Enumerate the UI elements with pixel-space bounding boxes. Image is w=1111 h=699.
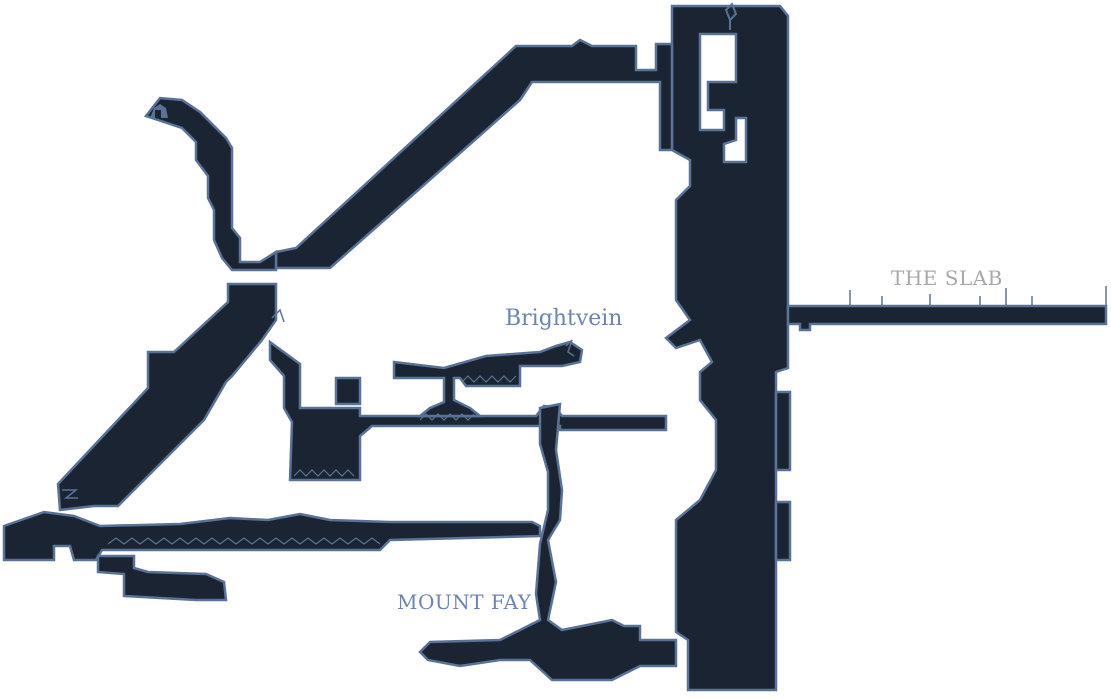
- room-east-shaft: [664, 4, 790, 692]
- room-central-corridor: [268, 339, 668, 482]
- room-east-side-chamber-upper: [774, 390, 792, 472]
- room-east-side-chamber-lower: [774, 500, 792, 562]
- room-east-shaft-inner-top: [698, 32, 738, 132]
- bench-icon[interactable]: [150, 104, 168, 118]
- room-lower-west-stairs: [96, 554, 228, 602]
- area-label-the-slab[interactable]: THE SLAB: [891, 266, 1003, 290]
- room-east-shaft-notch: [722, 116, 748, 164]
- room-west-diagonal: [56, 282, 278, 512]
- room-the-slab: [786, 304, 1108, 332]
- lift-icon[interactable]: [724, 2, 738, 30]
- room-brightvein-platform: [392, 340, 584, 418]
- the-slab-spikes: [849, 286, 1107, 306]
- room-mount-fay-shaft: [418, 402, 678, 682]
- area-label-brightvein[interactable]: Brightvein: [505, 306, 623, 331]
- jagged-floors: [107, 375, 517, 545]
- room-central-chamber: [334, 376, 362, 406]
- room-northwest-hook: [143, 96, 278, 272]
- brightvein-marker[interactable]: [565, 339, 575, 357]
- room-upper-diagonal: [274, 38, 674, 270]
- transition-marker-central[interactable]: [271, 308, 285, 323]
- area-label-mount-fay[interactable]: MOUNT FAY: [397, 590, 532, 614]
- room-lower-west-corridor: [2, 510, 542, 562]
- transition-marker-west[interactable]: [62, 489, 79, 499]
